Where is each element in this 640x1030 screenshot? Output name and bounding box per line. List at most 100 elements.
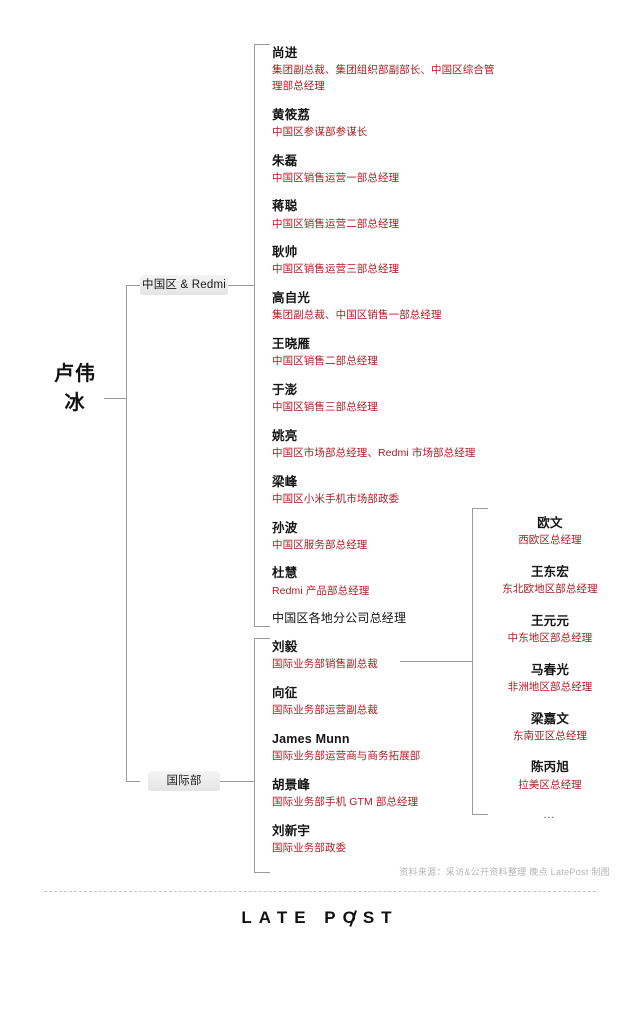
- connector-international-out: [220, 781, 254, 782]
- person-title: 中国区销售三部总经理: [272, 401, 378, 413]
- connector-liuyi-to-regions: [400, 661, 472, 662]
- logo-text-part2: ST: [362, 908, 399, 927]
- person-name: 刘新宇: [272, 823, 311, 838]
- list-item[interactable]: 王元元 中东地区部总经理: [488, 612, 612, 647]
- connector-root-spine: [126, 285, 127, 781]
- connector-to-international-branch: [126, 781, 140, 782]
- list-item[interactable]: 刘新宇 国际业务部政委: [272, 822, 498, 857]
- person-name: 王元元: [530, 613, 570, 628]
- bracket-china-top-cap: [254, 44, 270, 45]
- person-name: 孙波: [272, 520, 298, 535]
- person-title: 国际业务部运营副总裁: [272, 704, 378, 716]
- person-title: 非洲地区部总经理: [507, 680, 593, 693]
- person-title: 中国区市场部总经理、Redmi 市场部总经理: [272, 446, 476, 459]
- person-name: 梁嘉文: [530, 711, 570, 726]
- list-item[interactable]: 姚亮 中国区市场部总经理、Redmi 市场部总经理: [272, 427, 498, 462]
- person-title: 中国区参谋部参谋长: [272, 125, 368, 138]
- list-item[interactable]: 孙波 中国区服务部总经理: [272, 519, 498, 554]
- person-name: 向征: [272, 685, 298, 700]
- bracket-china-bottom-cap: [254, 626, 270, 627]
- person-title: 西欧区总经理: [518, 534, 582, 547]
- list-item[interactable]: 杜慧 Redmi 产品部总经理: [272, 564, 498, 599]
- regional-leads-list: 欧文 西欧区总经理 王东宏 东北欧地区部总经理 王元元 中东地区部总经理 马春光…: [488, 514, 612, 821]
- connector-root-stub: [104, 398, 126, 399]
- root-person-name: 卢伟冰: [54, 363, 96, 414]
- person-name: 于澎: [272, 382, 298, 397]
- logo-o-glyph: O: [342, 908, 363, 927]
- list-item[interactable]: 陈丙旭 拉美区总经理: [488, 758, 612, 793]
- person-name: 姚亮: [272, 428, 298, 443]
- person-name: 蒋聪: [272, 199, 298, 214]
- list-item[interactable]: 朱磊 中国区销售运营一部总经理: [272, 152, 498, 187]
- person-title: 中国区小米手机市场部政委: [272, 492, 400, 505]
- bracket-china-members: [254, 44, 255, 626]
- person-name: 刘毅: [272, 640, 298, 654]
- person-title: 国际业务部政委: [272, 841, 347, 854]
- person-title: 集团副总裁、集团组织部副部长、中国区综合管理部总经理: [272, 64, 495, 92]
- person-title: 拉美区总经理: [518, 778, 582, 791]
- list-item[interactable]: 中国区各地分公司总经理: [272, 610, 498, 627]
- person-title: 国际业务部销售副总裁: [272, 658, 378, 671]
- connector-to-china-branch: [126, 285, 140, 286]
- person-name: 王东宏: [530, 564, 570, 579]
- bracket-regions-top-cap: [472, 508, 488, 509]
- person-title: 中国区销售运营三部总经理: [272, 263, 400, 276]
- person-title: 中国区销售二部总经理: [272, 355, 378, 368]
- person-name: James Munn: [272, 731, 350, 746]
- person-name: 梁峰: [272, 474, 298, 489]
- list-item[interactable]: 王东宏 东北欧地区部总经理: [488, 563, 612, 598]
- international-team-list: 刘毅 国际业务部销售副总裁 向征 国际业务部运营副总裁 James Munn 国…: [272, 638, 498, 856]
- person-name: 欧文: [537, 516, 563, 530]
- china-team-list: 尚进 集团副总裁、集团组织部副部长、中国区综合管理部总经理 黄筱荔 中国区参谋部…: [272, 44, 498, 628]
- source-attribution: 资料来源：采访&公开资料整理 晚点 LatePost 制图: [399, 867, 610, 877]
- list-item[interactable]: 黄筱荔 中国区参谋部参谋长: [272, 106, 498, 141]
- list-item[interactable]: 尚进 集团副总裁、集团组织部副部长、中国区综合管理部总经理: [272, 44, 498, 95]
- connector-china-out: [228, 285, 254, 286]
- list-item[interactable]: 王晓雁 中国区销售二部总经理: [272, 335, 498, 370]
- regions-more-ellipsis: …: [543, 807, 557, 822]
- person-title: 东北欧地区部总经理: [502, 583, 598, 595]
- person-title: 东南亚区总经理: [512, 729, 588, 742]
- branch-label-china[interactable]: 中国区 & Redmi: [140, 275, 228, 295]
- person-name: 杜慧: [272, 566, 298, 581]
- bracket-international-top-cap: [254, 638, 270, 639]
- list-item[interactable]: 梁嘉文 东南亚区总经理: [488, 710, 612, 745]
- latepost-logo: LATE POST: [0, 908, 640, 928]
- footer-divider: [44, 891, 596, 892]
- person-title: 集团副总裁、中国区销售一部总经理: [272, 309, 442, 322]
- list-item[interactable]: 于澎 中国区销售三部总经理: [272, 381, 498, 416]
- person-name: 中国区各地分公司总经理: [272, 611, 407, 626]
- person-title: 中东地区部总经理: [507, 631, 593, 644]
- person-title: 中国区销售运营一部总经理: [272, 171, 400, 184]
- person-name: 陈丙旭: [530, 760, 570, 775]
- person-name: 黄筱荔: [272, 107, 311, 122]
- list-item[interactable]: 高自光 集团副总裁、中国区销售一部总经理: [272, 289, 498, 324]
- bracket-international-bottom-cap: [254, 872, 270, 873]
- list-item[interactable]: 欧文 西欧区总经理: [488, 514, 612, 549]
- person-name: 高自光: [272, 291, 311, 306]
- person-name: 马春光: [530, 662, 570, 677]
- list-item[interactable]: 胡景峰 国际业务部手机 GTM 部总经理: [272, 776, 498, 811]
- logo-text-part1: LATE P: [241, 908, 343, 927]
- list-item[interactable]: 向征 国际业务部运营副总裁: [272, 684, 498, 719]
- person-name: 耿帅: [272, 245, 298, 260]
- list-item[interactable]: 刘毅 国际业务部销售副总裁: [272, 638, 498, 673]
- person-name: 朱磊: [272, 153, 298, 168]
- person-name: 王晓雁: [272, 337, 311, 351]
- bracket-regions: [472, 508, 473, 814]
- bracket-international-members: [254, 638, 255, 872]
- person-title: 国际业务部手机 GTM 部总经理: [272, 795, 419, 808]
- person-title: Redmi 产品部总经理: [272, 584, 370, 597]
- list-item[interactable]: 蒋聪 中国区销售运营二部总经理: [272, 197, 498, 232]
- person-title: 国际业务部运营商与商务拓展部: [272, 749, 421, 762]
- person-name: 尚进: [272, 46, 298, 60]
- bracket-regions-bottom-cap: [472, 814, 488, 815]
- list-item[interactable]: 梁峰 中国区小米手机市场部政委: [272, 473, 498, 508]
- person-name: 胡景峰: [272, 777, 311, 792]
- list-item[interactable]: James Munn 国际业务部运营商与商务拓展部: [272, 730, 498, 765]
- list-item[interactable]: 耿帅 中国区销售运营三部总经理: [272, 243, 498, 278]
- branch-label-international[interactable]: 国际部: [148, 771, 220, 791]
- person-title: 中国区服务部总经理: [272, 538, 368, 551]
- person-title: 中国区销售运营二部总经理: [272, 217, 400, 230]
- list-item[interactable]: 马春光 非洲地区部总经理: [488, 661, 612, 696]
